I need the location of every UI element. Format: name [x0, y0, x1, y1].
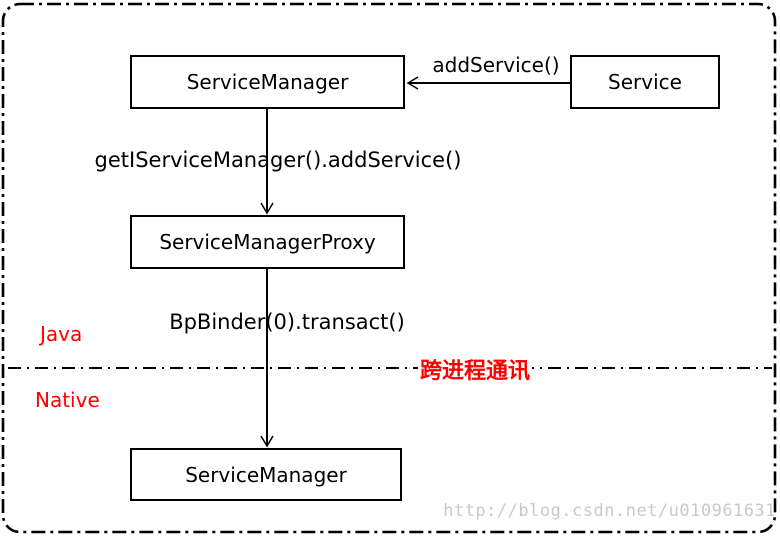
- edge-label-bp-binder-transact: BpBinder(0).transact(): [169, 310, 405, 334]
- node-service-manager-native: ServiceManager: [130, 448, 402, 501]
- node-service-manager-proxy: ServiceManagerProxy: [130, 215, 405, 269]
- edge-label-add-service: addService(): [432, 53, 560, 77]
- arrow-bpbinder-head-icon: [260, 435, 274, 448]
- arrow-addservice-head-icon: [406, 76, 419, 90]
- region-label-java: Java: [40, 322, 83, 346]
- edge-label-get-iservice-manager: getIServiceManager().addService(): [94, 148, 462, 172]
- watermark-url: http://blog.csdn.net/u010961631: [443, 501, 776, 521]
- node-service-label: Service: [608, 70, 682, 94]
- arrow-getism-head-icon: [260, 202, 274, 215]
- divider-label-cross-process: 跨进程通讯: [418, 353, 533, 385]
- node-service: Service: [570, 55, 720, 109]
- region-label-native: Native: [35, 388, 100, 412]
- node-service-manager-native-label: ServiceManager: [185, 462, 347, 487]
- node-service-manager-proxy-label: ServiceManagerProxy: [159, 230, 376, 254]
- node-service-manager-java-label: ServiceManager: [186, 70, 349, 94]
- node-service-manager-java: ServiceManager: [130, 55, 405, 109]
